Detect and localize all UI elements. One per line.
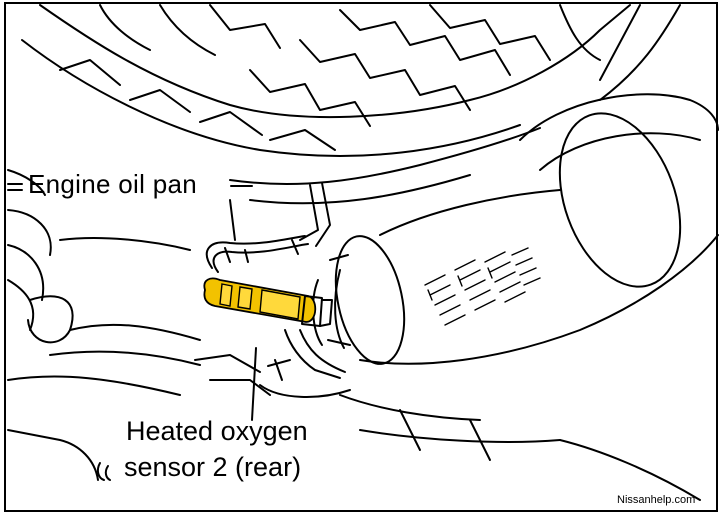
- oil-pan-edge-marks: [7, 183, 23, 191]
- engine-block: [21, 4, 681, 157]
- leader-lines: [7, 183, 257, 421]
- frame-border: [4, 2, 718, 512]
- heat-shield-hatching: [424, 247, 541, 326]
- bracket: [7, 329, 701, 501]
- heated-oxygen-sensor-label-line1: Heated oxygen: [126, 416, 308, 446]
- exhaust-pipe: [312, 93, 719, 365]
- watermark: Nissanhelp.com: [617, 494, 696, 506]
- sensor-leader: [251, 347, 257, 421]
- oil-pan: [7, 127, 541, 396]
- sensor-wire: [205, 235, 309, 273]
- engine-oil-pan-label: Engine oil pan: [28, 169, 197, 199]
- oxygen-sensor-highlight: [203, 277, 333, 327]
- heated-oxygen-sensor-label-line2: sensor 2 (rear): [124, 452, 302, 482]
